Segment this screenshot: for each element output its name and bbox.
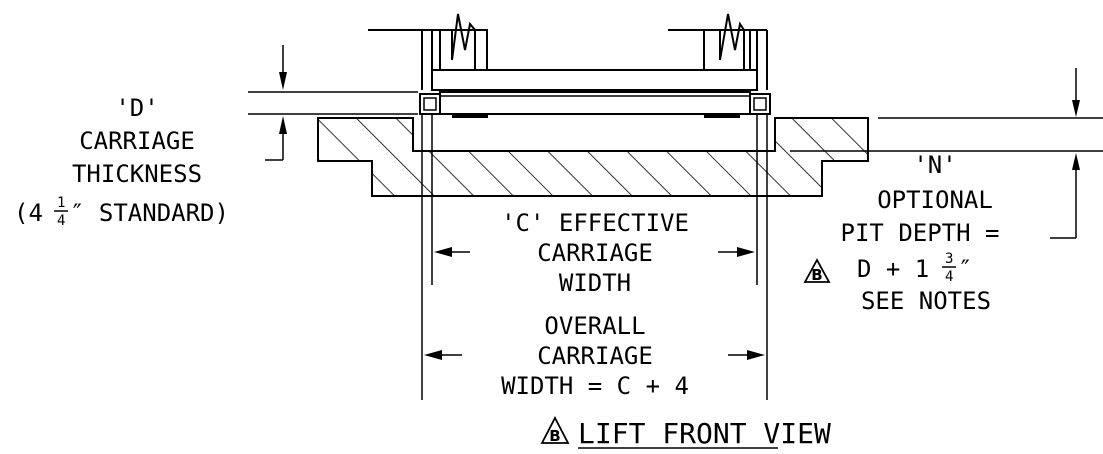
d-standard-suffix: ″ STANDARD)	[70, 199, 229, 227]
d-dimension	[248, 45, 418, 161]
n-revision-letter: B	[811, 266, 822, 284]
drawing-title: LIFT FRONT VIEW	[578, 417, 831, 450]
n-eq-frac-num: 3	[945, 251, 953, 267]
overall-line2-label: CARRIAGE	[537, 342, 653, 370]
carriage-assembly	[368, 13, 771, 400]
d-standard-frac-den: 4	[57, 213, 65, 229]
d-tag-label: 'D'	[115, 94, 158, 122]
c-dimension	[434, 247, 755, 257]
n-eq-suffix: ″	[958, 255, 972, 283]
concrete-slab-section	[317, 117, 869, 197]
overall-line3-label: WIDTH = C + 4	[501, 372, 689, 400]
title-revision-letter: B	[549, 427, 560, 445]
c-line3-label: WIDTH	[559, 269, 631, 297]
n-tag-label: 'N'	[913, 151, 956, 179]
n-line1-label: OPTIONAL	[877, 186, 993, 214]
d-line2-label: THICKNESS	[72, 160, 202, 188]
c-line1-label: 'C' EFFECTIVE	[501, 209, 689, 237]
n-revision-marker: B	[803, 258, 831, 284]
n-dimension	[790, 68, 1103, 239]
c-line2-label: CARRIAGE	[537, 239, 653, 267]
n-line2-label: PIT DEPTH =	[841, 219, 1000, 247]
d-standard-prefix: (4	[14, 199, 43, 227]
overall-line1-label: OVERALL	[544, 312, 645, 340]
n-line4-label: SEE NOTES	[861, 287, 991, 315]
d-line1-label: CARRIAGE	[79, 127, 195, 155]
title-revision-marker: B	[540, 416, 570, 445]
d-standard-frac-num: 1	[57, 195, 65, 211]
overall-dimension	[424, 350, 765, 360]
n-eq-prefix: D + 1	[857, 255, 929, 283]
n-eq-frac-den: 4	[945, 269, 953, 285]
